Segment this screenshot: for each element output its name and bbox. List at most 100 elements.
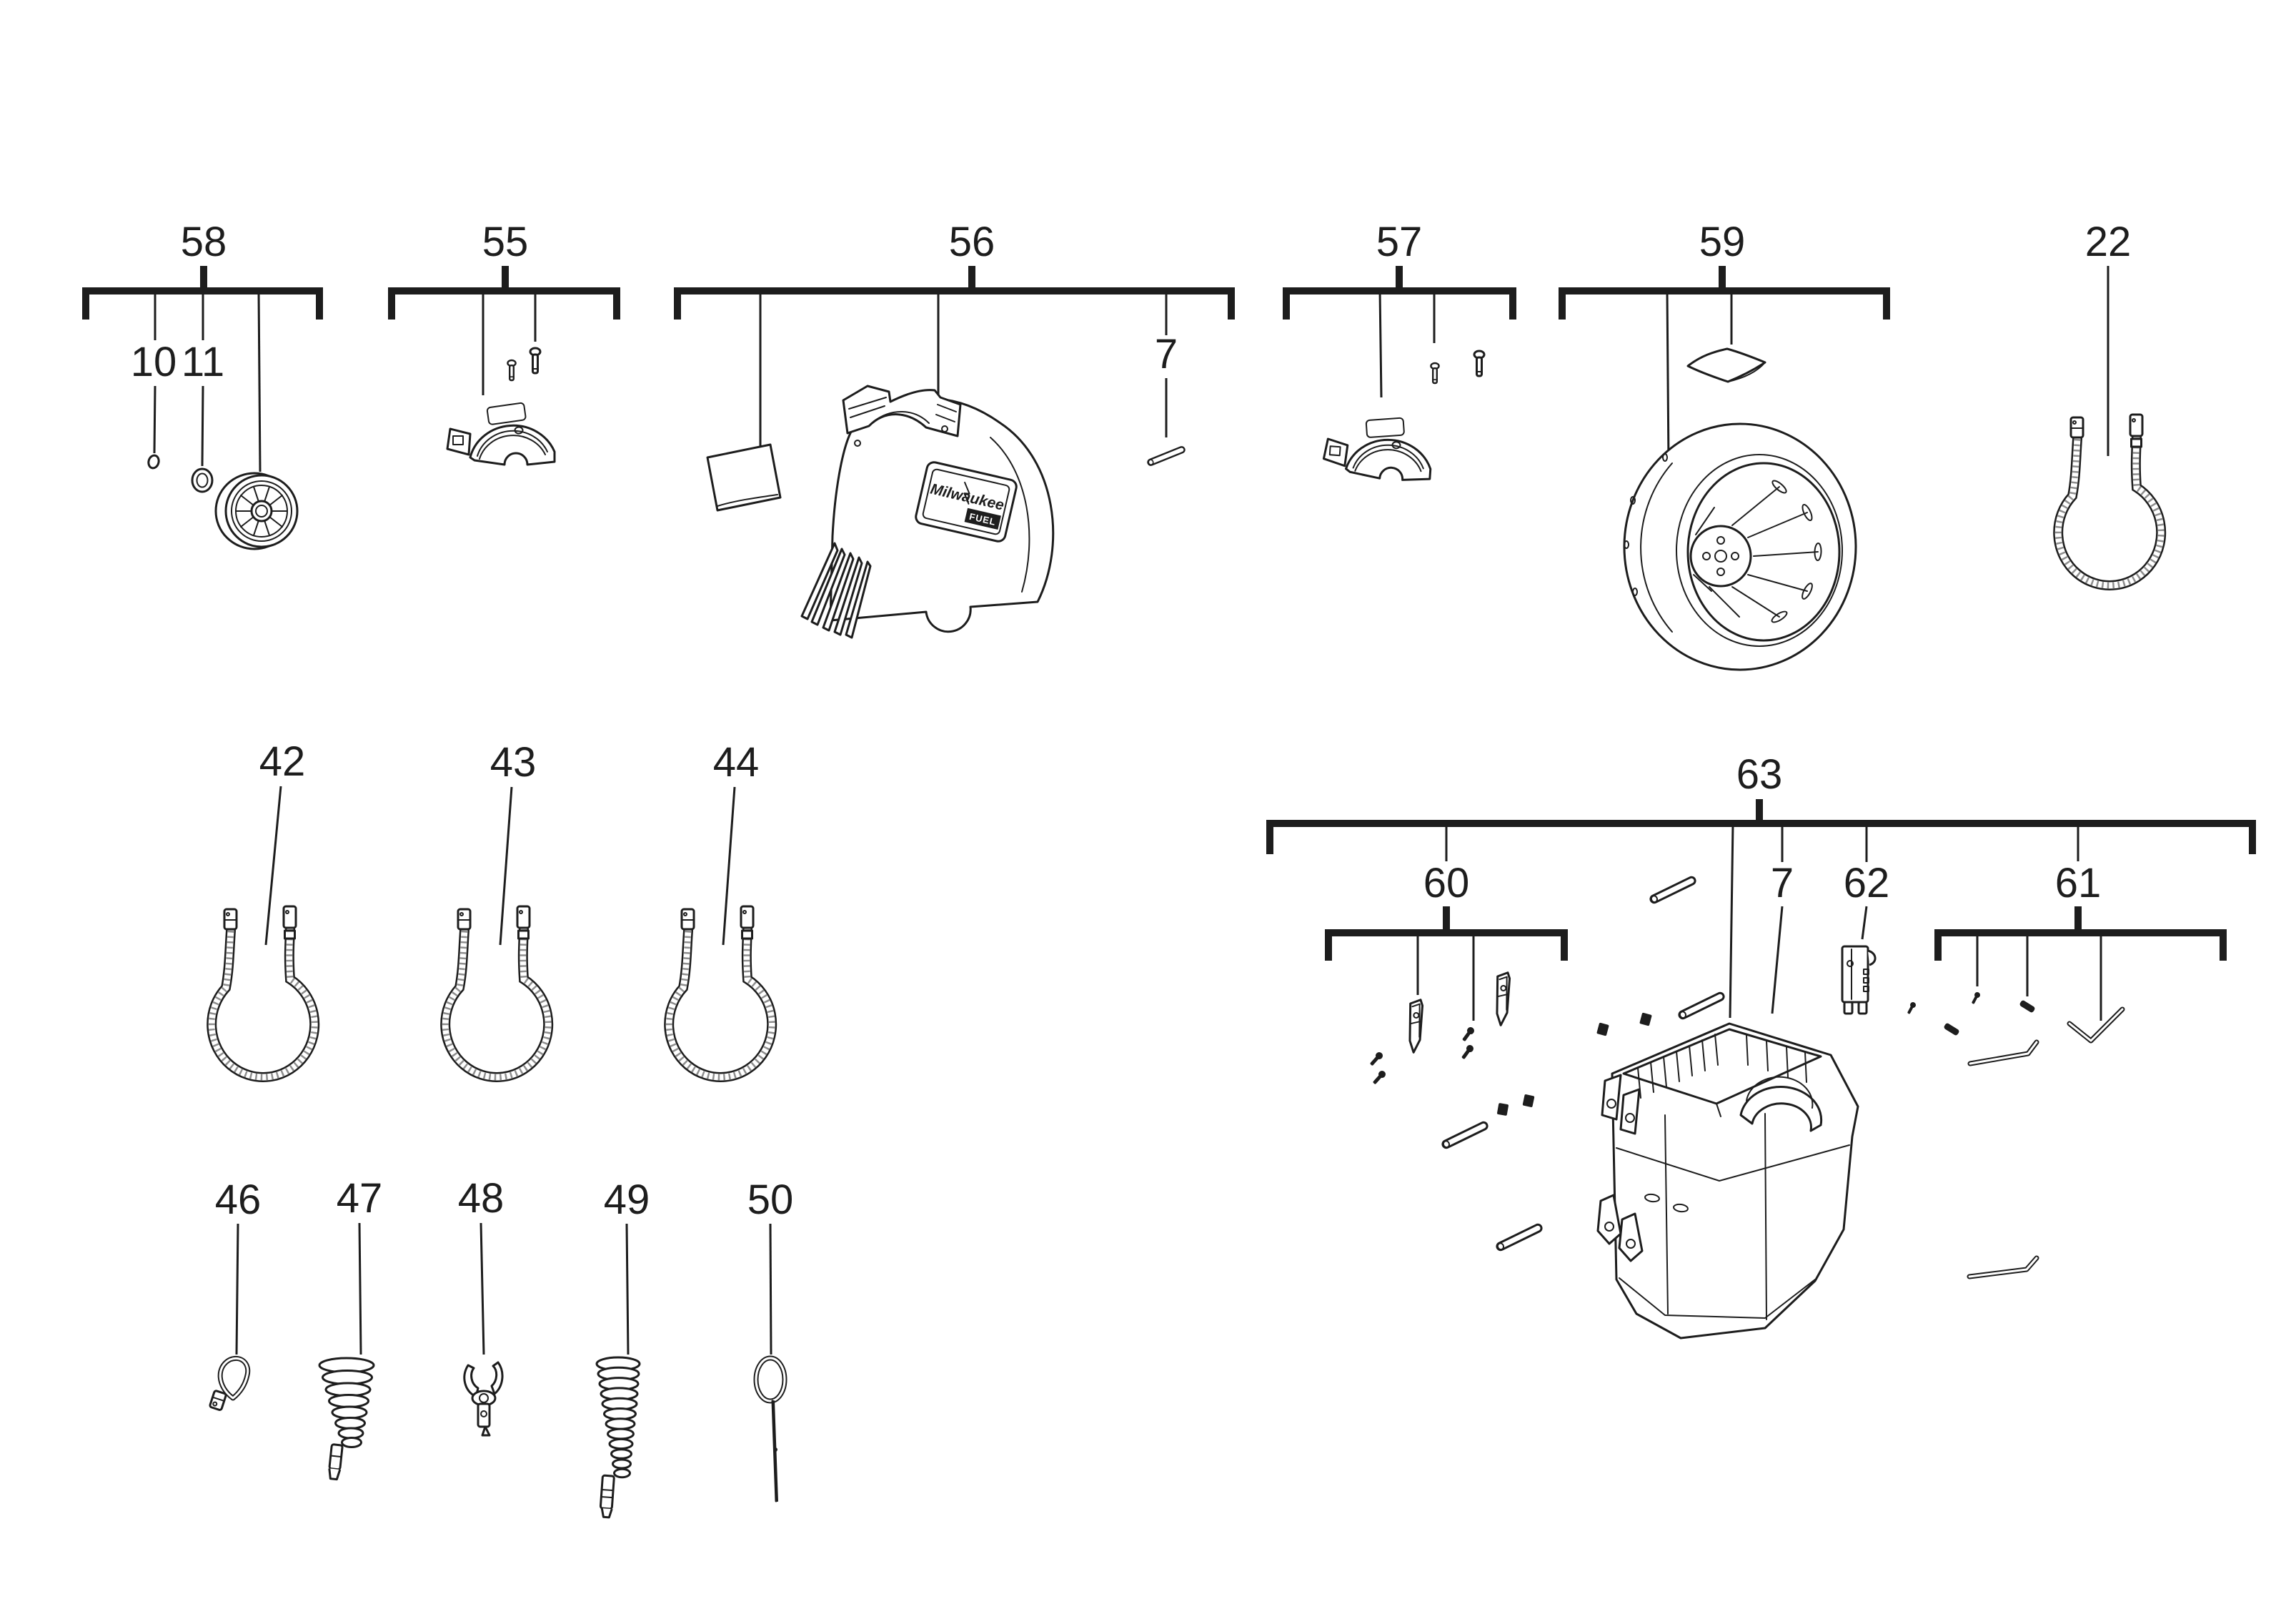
leader-clamp-57 xyxy=(1378,290,1383,398)
group-46: 46 xyxy=(209,1177,262,1411)
bracket-55 xyxy=(388,287,620,320)
set-screw-part xyxy=(2019,999,2036,1014)
drain-cable-part xyxy=(212,906,314,1077)
leader-11-lower xyxy=(201,385,204,467)
bracket-60 xyxy=(1325,929,1568,961)
callout-44: 44 xyxy=(713,739,760,786)
square-nut-part xyxy=(1639,1012,1652,1026)
hex-key-part xyxy=(2067,1006,2125,1044)
callout-10: 10 xyxy=(131,339,177,385)
screw-part xyxy=(1430,362,1440,385)
callout-42: 42 xyxy=(259,738,306,785)
screw-part xyxy=(529,347,542,375)
claw-cutter-part xyxy=(463,1361,504,1437)
callout-46: 46 xyxy=(215,1177,262,1223)
leader-cable-44 xyxy=(722,786,736,946)
callout-60: 60 xyxy=(1423,860,1470,906)
group-48: 48 xyxy=(458,1175,505,1437)
washer-part xyxy=(191,467,214,493)
group-22: 22 xyxy=(2058,219,2161,585)
group-47: 47 xyxy=(318,1175,383,1481)
group-50: 50 xyxy=(747,1177,794,1502)
callout-43: 43 xyxy=(490,739,537,786)
leader-62-lower xyxy=(1861,906,1868,940)
leader-48 xyxy=(479,1222,485,1355)
screw-part xyxy=(1459,1044,1475,1061)
diamond-label-part xyxy=(1686,347,1766,383)
callout-50: 50 xyxy=(747,1177,794,1223)
roll-pin-part xyxy=(1494,1222,1544,1252)
callout-49: 49 xyxy=(604,1177,650,1223)
callout-58: 58 xyxy=(181,219,227,265)
screw-part xyxy=(1368,1050,1385,1067)
screw-part xyxy=(1473,350,1486,377)
leader-cable-42 xyxy=(264,786,282,946)
group-44: 44 xyxy=(669,739,772,1077)
housing-handle xyxy=(842,385,962,447)
tank-handles xyxy=(1596,1074,1644,1262)
square-nut-part xyxy=(1596,1022,1609,1036)
callout-57: 57 xyxy=(1376,219,1423,265)
group-57: 57 xyxy=(1283,219,1516,483)
cone-auger-part xyxy=(318,1357,375,1481)
group-60: 60 xyxy=(1325,823,1568,1252)
leader-47 xyxy=(358,1222,362,1355)
cable-drum-part xyxy=(1623,422,1857,671)
drain-cable-part xyxy=(669,906,772,1077)
warning-label-part xyxy=(706,443,782,512)
group-42: 42 xyxy=(212,738,314,1077)
group-56: 56 xyxy=(674,219,1235,639)
callout-11: 11 xyxy=(182,339,224,385)
leader-wheel xyxy=(257,290,262,472)
bracket-61 xyxy=(1934,929,2227,961)
drain-cable-part xyxy=(445,906,548,1077)
tank-part xyxy=(1596,1022,1859,1340)
callout-59: 59 xyxy=(1699,219,1746,265)
guide-blade-part xyxy=(1406,998,1424,1054)
drum-spokes xyxy=(1693,480,1822,623)
hex-key-part xyxy=(1967,1255,2039,1279)
group-55: 55 xyxy=(388,219,620,466)
spiral-auger-part xyxy=(595,1356,641,1519)
callout-62: 62 xyxy=(1844,860,1890,906)
drum-housing-part: Milwaukee FUEL xyxy=(800,385,1055,639)
callout-55: 55 xyxy=(482,219,529,265)
wheel-part xyxy=(214,472,299,550)
screw-part xyxy=(1371,1069,1388,1086)
drop-head-auger-part xyxy=(209,1356,251,1411)
tank-ribs xyxy=(1637,1034,1807,1099)
bracket-59 xyxy=(1559,287,1890,320)
group-59: 59 xyxy=(1559,219,1890,671)
screw-part xyxy=(1970,991,1982,1005)
group-61: 61 xyxy=(1906,823,2227,1279)
group-63: 63 60 7 62 xyxy=(1266,751,2256,1340)
group-58: 58 10 11 xyxy=(82,219,323,550)
group-49: 49 xyxy=(595,1177,650,1519)
group-43: 43 xyxy=(445,739,548,1077)
leader-7b-lower xyxy=(1771,906,1784,1014)
callout-22: 22 xyxy=(2085,219,2132,265)
screw-part xyxy=(1460,1026,1476,1043)
drain-cable-part xyxy=(2058,415,2161,585)
loop-tool-part xyxy=(753,1355,787,1502)
bracket-63 xyxy=(1266,820,2256,854)
callout-7: 7 xyxy=(1155,331,1178,377)
leader-tank xyxy=(1729,823,1734,1019)
bracket-56 xyxy=(674,287,1235,320)
callout-63: 63 xyxy=(1736,751,1783,798)
screw-part xyxy=(507,359,517,382)
leader-49 xyxy=(625,1223,630,1355)
bracket-57 xyxy=(1283,287,1516,320)
clamp-cover-part xyxy=(446,401,556,466)
tank-cup xyxy=(1739,1076,1823,1132)
leader-drum xyxy=(1666,290,1670,464)
roll-pin-part xyxy=(1440,1120,1490,1150)
callout-47: 47 xyxy=(337,1175,383,1222)
set-screw-part xyxy=(1943,1022,1960,1036)
callout-48: 48 xyxy=(458,1175,505,1222)
callout-7b: 7 xyxy=(1771,860,1794,906)
leader-50 xyxy=(769,1223,772,1355)
o-ring-part xyxy=(147,454,160,470)
